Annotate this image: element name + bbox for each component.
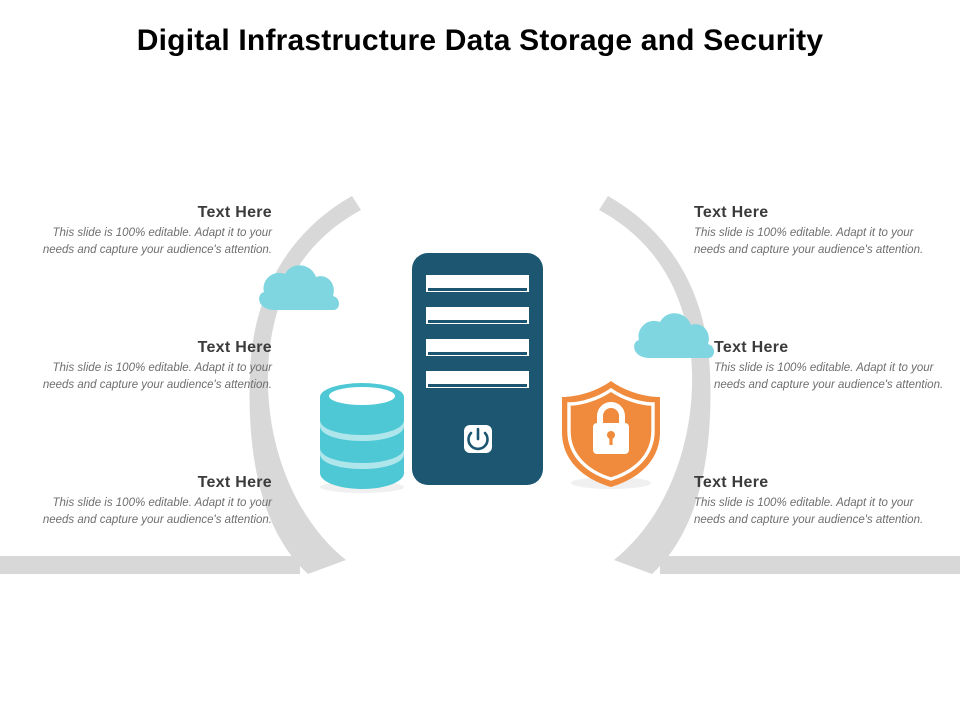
text-block-heading: Text Here bbox=[197, 204, 272, 221]
text-block-heading: Text Here bbox=[694, 474, 769, 491]
padlock-icon bbox=[593, 402, 629, 454]
page-title: Digital Infrastructure Data Storage and … bbox=[136, 24, 824, 57]
text-block-heading: Text Here bbox=[197, 474, 272, 491]
shield-lock-icon bbox=[562, 381, 660, 489]
text-block-body: This slide is 100% editable. Adapt it to… bbox=[714, 362, 944, 391]
text-block-right-2[interactable]: Text Here This slide is 100% editable. A… bbox=[714, 338, 960, 393]
cloud-icon-right bbox=[634, 313, 714, 358]
text-block-body: This slide is 100% editable. Adapt it to… bbox=[42, 497, 272, 526]
text-block-body: This slide is 100% editable. Adapt it to… bbox=[42, 362, 272, 391]
text-block-heading: Text Here bbox=[714, 339, 789, 356]
cloud-icon-left bbox=[259, 265, 339, 310]
arc-right bbox=[599, 196, 960, 574]
text-block-right-3[interactable]: Text Here This slide is 100% editable. A… bbox=[694, 473, 944, 528]
text-block-body: This slide is 100% editable. Adapt it to… bbox=[42, 227, 272, 256]
text-block-heading: Text Here bbox=[197, 339, 272, 356]
text-block-body: This slide is 100% editable. Adapt it to… bbox=[694, 227, 924, 256]
database-cylinder-icon bbox=[320, 383, 404, 493]
text-block-left-1[interactable]: Text Here This slide is 100% editable. A… bbox=[22, 203, 272, 258]
text-block-body: This slide is 100% editable. Adapt it to… bbox=[694, 497, 924, 526]
text-block-right-1[interactable]: Text Here This slide is 100% editable. A… bbox=[694, 203, 944, 258]
power-icon bbox=[464, 425, 492, 453]
text-block-left-3[interactable]: Text Here This slide is 100% editable. A… bbox=[22, 473, 272, 528]
text-block-heading: Text Here bbox=[694, 204, 769, 221]
text-block-left-2[interactable]: Text Here This slide is 100% editable. A… bbox=[22, 338, 272, 393]
server-tower-icon bbox=[412, 253, 543, 485]
